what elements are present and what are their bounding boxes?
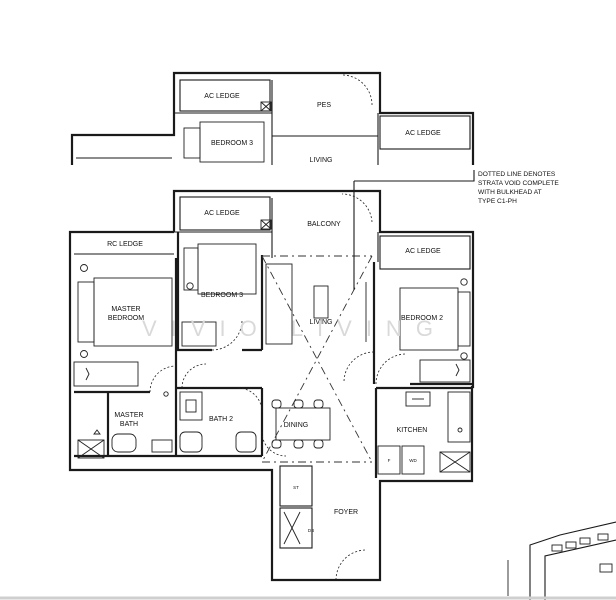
label-washer: WD — [409, 458, 417, 463]
label-living: LIVING — [310, 319, 333, 326]
label-bath-2: BATH 2 — [209, 416, 233, 423]
label-ac-ledge-upper-right: AC LEDGE — [405, 130, 441, 137]
label-balcony: BALCONY — [307, 221, 341, 228]
room-labels: AC LEDGE PES AC LEDGE BEDROOM 3 LIVING A… — [107, 93, 443, 533]
label-bedroom-3-upper: BEDROOM 3 — [211, 140, 253, 147]
note-line-2: STRATA VOID COMPLETE — [478, 180, 559, 187]
label-dining: DINING — [284, 422, 309, 429]
label-ac-ledge-right: AC LEDGE — [405, 248, 441, 255]
label-kitchen: KITCHEN — [397, 427, 428, 434]
label-fridge: F — [388, 458, 391, 463]
door-swings — [149, 193, 407, 581]
label-ac-ledge-left: AC LEDGE — [204, 210, 240, 217]
note-line-3: WITH BULKHEAD AT — [478, 189, 542, 196]
label-living-upper: LIVING — [310, 157, 333, 164]
label-bedroom-2: BEDROOM 2 — [401, 315, 443, 322]
strata-void-note: DOTTED LINE DENOTES STRATA VOID COMPLETE… — [478, 171, 559, 205]
label-pes: PES — [317, 102, 331, 109]
label-master-bedroom-2: BEDROOM — [108, 315, 144, 322]
label-master-bath-2: BATH — [120, 421, 138, 428]
watermark: VIVIO LIVING — [142, 316, 447, 341]
key-plan — [507, 521, 616, 600]
fixtures — [73, 219, 471, 545]
label-bedroom-3: BEDROOM 3 — [201, 292, 243, 299]
label-rc-ledge: RC LEDGE — [107, 241, 143, 248]
label-store: ST — [293, 485, 299, 490]
label-db: DB — [308, 528, 314, 533]
strata-void — [261, 170, 475, 463]
label-master-bedroom-1: MASTER — [111, 306, 140, 313]
upper-unit-partial — [70, 71, 475, 165]
label-master-bath-1: MASTER — [114, 412, 143, 419]
label-ac-ledge-upper-left: AC LEDGE — [204, 93, 240, 100]
main-unit-walls — [68, 189, 475, 582]
label-foyer: FOYER — [334, 509, 358, 516]
note-line-1: DOTTED LINE DENOTES — [478, 171, 556, 178]
note-line-4: TYPE C1-PH — [478, 198, 517, 205]
